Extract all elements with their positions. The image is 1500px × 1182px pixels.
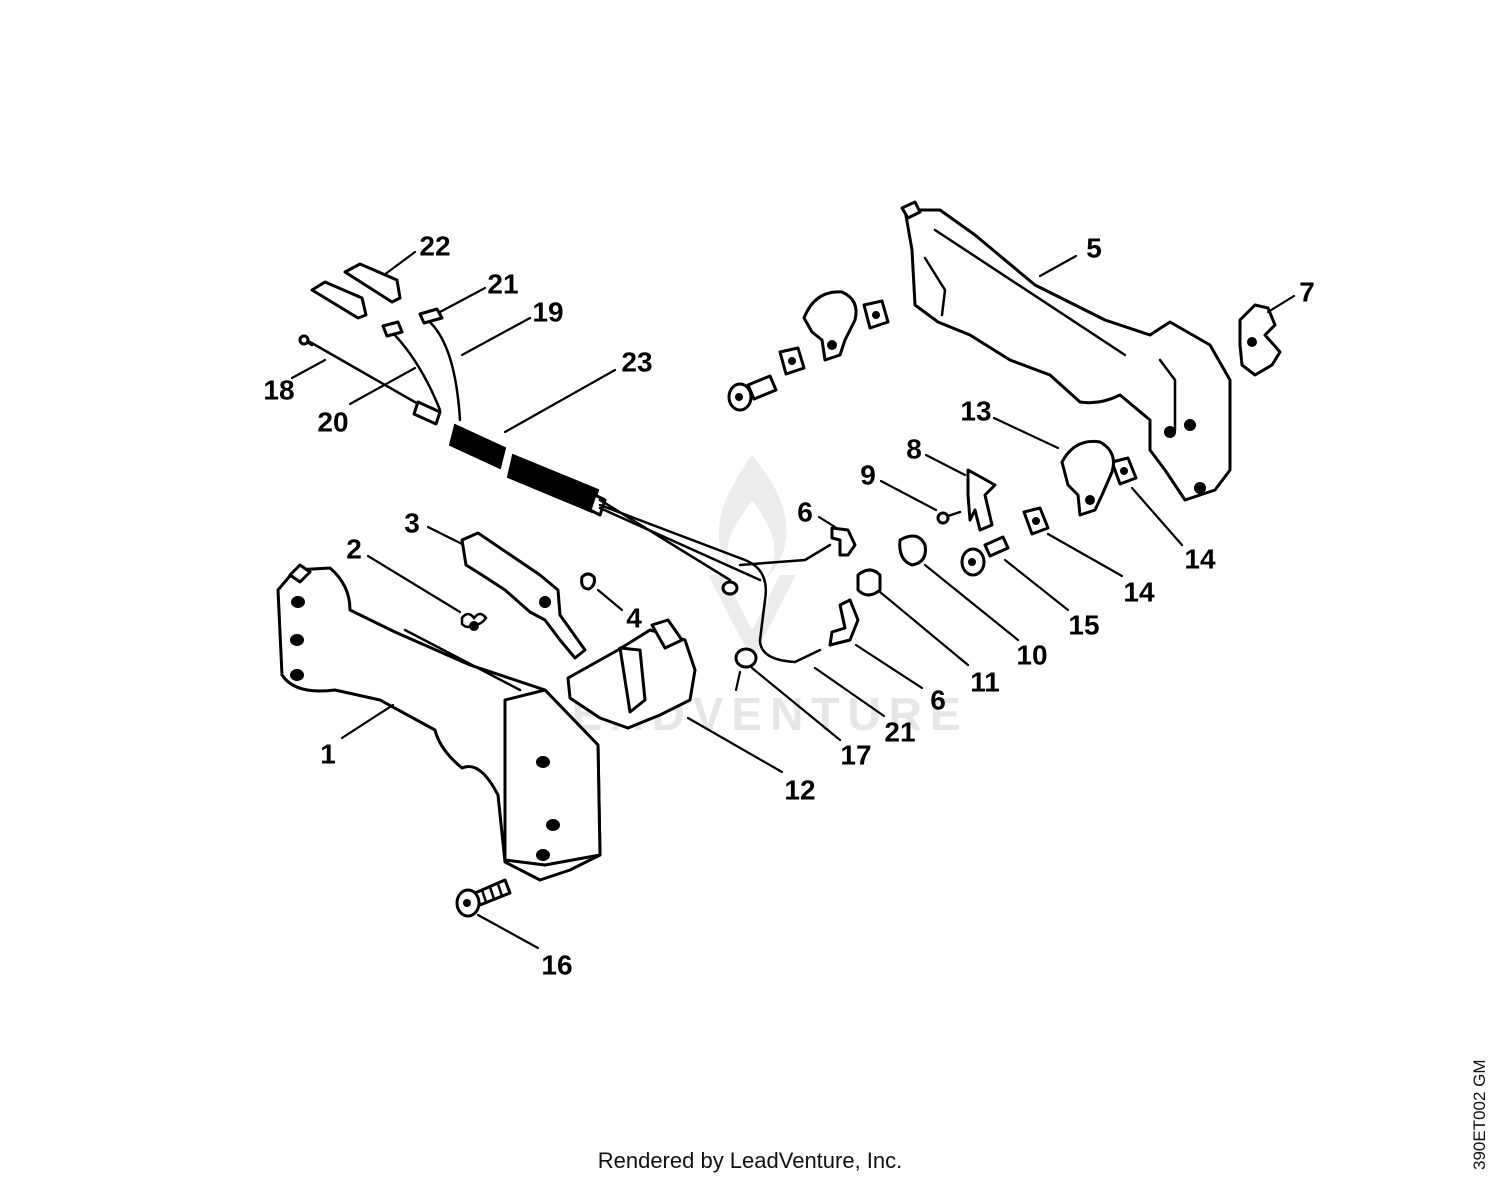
part-14-nut-lower xyxy=(1022,506,1050,536)
part-5-handle-housing-right xyxy=(900,200,1232,502)
part-13-clamp-lower xyxy=(1060,439,1115,517)
part-17-sleeve xyxy=(734,647,758,669)
callout-12: 12 xyxy=(784,774,815,805)
part-11-nut xyxy=(856,568,882,597)
callout-19: 19 xyxy=(532,296,563,327)
part-1-handle-housing-left xyxy=(276,563,602,882)
callout-9: 9 xyxy=(860,459,876,490)
part-9-screw xyxy=(936,510,962,525)
callout-14: 14 xyxy=(1123,576,1155,607)
leader-lines xyxy=(290,250,1296,950)
callout-5: 5 xyxy=(1086,232,1102,263)
callout-20: 20 xyxy=(317,406,348,437)
callout-8: 8 xyxy=(906,433,922,464)
drawing-code: 390ET002 GM xyxy=(1470,1059,1489,1170)
callout-16: 16 xyxy=(541,949,572,980)
part-8-plate xyxy=(966,468,997,532)
callout-3: 3 xyxy=(404,507,420,538)
callout-23: 23 xyxy=(621,346,652,377)
part-2-spring xyxy=(460,612,488,631)
callout-13: 13 xyxy=(960,395,991,426)
part-23-cable-harness xyxy=(308,316,832,664)
part-15-screw-top xyxy=(727,374,778,412)
part-14-nut-upper xyxy=(1110,456,1138,486)
footer-credit: Rendered by LeadVenture, Inc. xyxy=(597,1148,903,1173)
part-12-bracket xyxy=(566,618,697,730)
part-22-boot-covers xyxy=(310,262,402,320)
part-16-screw xyxy=(455,878,512,918)
callout-21: 21 xyxy=(487,268,518,299)
callout-21: 21 xyxy=(884,716,915,747)
part-10-sleeve xyxy=(898,534,927,567)
part-15-screw xyxy=(960,535,1010,577)
callout-6: 6 xyxy=(930,684,946,715)
callout-1: 1 xyxy=(320,738,336,769)
callout-7: 7 xyxy=(1299,276,1315,307)
part-14-nut-top-b xyxy=(778,346,806,376)
callout-15: 15 xyxy=(1068,609,1099,640)
callout-6: 6 xyxy=(797,496,813,527)
watermark-flame-icon xyxy=(718,455,787,580)
part-20-terminal xyxy=(381,320,404,338)
callout-labels: 22 21 19 23 18 20 5 7 13 89 6 3 2 4 14 14 15 10 11 6 21 17 1 12… xyxy=(263,230,1314,980)
callout-17: 17 xyxy=(840,739,871,770)
callout-2: 2 xyxy=(346,533,362,564)
callout-22: 22 xyxy=(419,230,450,261)
callout-10: 10 xyxy=(1016,639,1047,670)
callout-4: 4 xyxy=(626,602,642,633)
watermark-v-icon xyxy=(708,575,796,660)
part-21-terminal-upper xyxy=(418,307,444,325)
cable-spring-upper xyxy=(448,423,507,470)
part-6-contact-spring-upper xyxy=(830,526,857,557)
part-6-contact-spring-lower xyxy=(828,598,860,647)
part-18-wire-end xyxy=(298,334,314,347)
callout-18: 18 xyxy=(263,374,294,405)
part-4-bushing xyxy=(580,572,596,591)
part-14-nut-top-a xyxy=(862,299,890,330)
part-3-throttle-trigger xyxy=(460,531,587,660)
cable-spring-lower xyxy=(506,453,600,514)
callout-11: 11 xyxy=(970,666,1000,697)
callout-14: 14 xyxy=(1184,543,1216,574)
part-13-clamp-top xyxy=(802,290,858,362)
part-7-cap xyxy=(1238,303,1282,377)
